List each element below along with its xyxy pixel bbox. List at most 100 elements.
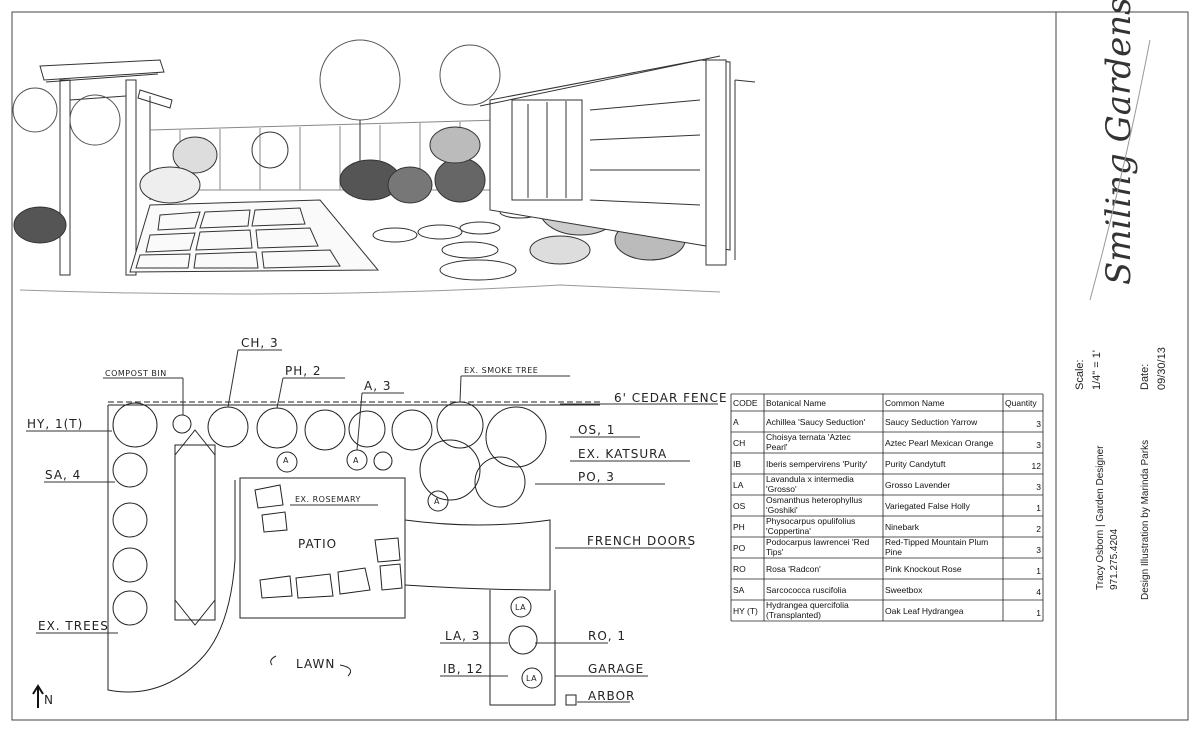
table-cell-botanical: Sarcococca ruscifolia bbox=[766, 585, 847, 595]
label-hy: HY, 1(T) bbox=[27, 417, 83, 431]
hedge-bed bbox=[174, 444, 216, 621]
lavender-2 bbox=[521, 667, 543, 689]
garage-bed bbox=[489, 590, 556, 706]
label-ph: PH, 2 bbox=[285, 364, 322, 378]
plan-labels: COMPOST BIN HY, 1(T) SA, 4 EX. TREES CH,… bbox=[27, 336, 728, 703]
table-cell-botanical-line2: Pearl' bbox=[766, 442, 788, 452]
table-cell-quantity: 2 bbox=[1036, 524, 1041, 534]
table-cell-botanical: Rosa 'Radcon' bbox=[766, 564, 821, 574]
label-french-doors: FRENCH DOORS bbox=[587, 534, 696, 548]
compost-bin bbox=[172, 414, 192, 434]
label-arbor: ARBOR bbox=[588, 689, 635, 703]
table-cell-botanical: Physocarpus opulifolius bbox=[766, 516, 855, 526]
patio-flagstones bbox=[254, 484, 403, 599]
botanical-header: Botanical Name bbox=[766, 398, 826, 408]
lawn-arrow-left bbox=[270, 655, 277, 666]
label-rosemary: EX. ROSEMARY bbox=[295, 495, 361, 504]
table-cell-quantity: 1 bbox=[1036, 608, 1041, 618]
lawn-boundary bbox=[107, 405, 236, 693]
table-cell-code: CH bbox=[733, 438, 745, 448]
label-garage: GARAGE bbox=[588, 662, 644, 676]
table-cell-common: Saucy Seduction Yarrow bbox=[885, 417, 978, 427]
table-cell-botanical: Choisya ternata 'Aztec bbox=[766, 432, 852, 442]
table-cell-botanical: Hydrangea quercifolia bbox=[766, 600, 849, 610]
table-cell-botanical: Achillea 'Saucy Seduction' bbox=[766, 417, 866, 427]
house-facade bbox=[479, 55, 756, 266]
arbor-post bbox=[565, 694, 577, 706]
label-compost-bin: COMPOST BIN bbox=[105, 369, 167, 378]
table-cell-quantity: 12 bbox=[1032, 461, 1042, 471]
ground-line bbox=[19, 284, 721, 295]
table-cell-quantity: 3 bbox=[1036, 440, 1041, 450]
table-cell-quantity: 1 bbox=[1036, 503, 1041, 513]
lawn-arrow-right bbox=[339, 664, 352, 677]
fence-plant-row bbox=[207, 401, 547, 508]
label-os: OS, 1 bbox=[578, 423, 615, 437]
table-cell-code: SA bbox=[733, 585, 745, 595]
marker-la-2: LA bbox=[526, 674, 537, 683]
designer-phone: 971.275.4204 bbox=[1109, 528, 1120, 590]
designer-group: Tracy Osborn | Garden Designer bbox=[1095, 445, 1106, 590]
credit-group: Design Illustration by Marinda Parks bbox=[1140, 440, 1151, 600]
logo-swash bbox=[1089, 39, 1151, 301]
company-logo: Smiling Gardens bbox=[1099, 0, 1139, 285]
table-cell-quantity: 4 bbox=[1036, 587, 1041, 597]
label-la: LA, 3 bbox=[445, 629, 480, 643]
table-cell-common: Oak Leaf Hydrangea bbox=[885, 606, 964, 616]
table-cell-botanical: Iberis sempervirens 'Purity' bbox=[766, 459, 868, 469]
label-cedar-fence: 6' CEDAR FENCE bbox=[614, 391, 728, 405]
table-cell-common: Sweetbox bbox=[885, 585, 923, 595]
marker-a-2: A bbox=[353, 456, 359, 465]
table-cell-botanical-line2: Tips' bbox=[766, 547, 784, 557]
date-label-group: Date: bbox=[1139, 364, 1151, 390]
label-lawn: LAWN bbox=[296, 657, 335, 671]
date-value: 09/30/13 bbox=[1156, 347, 1168, 390]
stepping-stones bbox=[372, 205, 541, 281]
lavender-1 bbox=[510, 596, 532, 618]
table-cell-code: PO bbox=[733, 543, 746, 553]
label-ch: CH, 3 bbox=[241, 336, 279, 350]
phone-group: 971.275.4204 bbox=[1109, 528, 1120, 590]
scale-value: 1/4" = 1' bbox=[1091, 350, 1103, 390]
flagstone-patio bbox=[129, 199, 380, 273]
designer-name: Tracy Osborn | Garden Designer bbox=[1095, 445, 1106, 590]
walkway bbox=[404, 519, 551, 591]
label-a: A, 3 bbox=[364, 379, 391, 393]
table-cell-common: Red-Tipped Mountain Plum bbox=[885, 537, 988, 547]
table-cell-botanical: Osmanthus heterophyllus bbox=[766, 495, 862, 505]
label-ex-trees: EX. TREES bbox=[38, 619, 109, 633]
table-cell-common: Aztec Pearl Mexican Orange bbox=[885, 438, 993, 448]
date-label: Date: bbox=[1139, 364, 1151, 390]
label-smoke-tree: EX. SMOKE TREE bbox=[464, 366, 538, 375]
table-cell-botanical-line2: 'Grosso' bbox=[766, 484, 797, 494]
table-cell-common: Grosso Lavender bbox=[885, 480, 950, 490]
code-header: CODE bbox=[733, 398, 758, 408]
leader-lines bbox=[26, 349, 718, 703]
quantity-header: Quantity bbox=[1005, 398, 1037, 408]
table-cell-quantity: 3 bbox=[1036, 482, 1041, 492]
table-cell-common-line2: Pine bbox=[885, 547, 902, 557]
site-plan: COMPOST BIN HY, 1(T) SA, 4 EX. TREES CH,… bbox=[26, 336, 728, 708]
sweetbox-plants bbox=[112, 452, 148, 626]
patio-outline bbox=[239, 477, 406, 619]
north-label: N bbox=[44, 693, 54, 707]
table-cell-quantity: 3 bbox=[1036, 545, 1041, 555]
table-cell-botanical-line2: 'Coppertina' bbox=[766, 526, 811, 536]
table-cell-common: Ninebark bbox=[885, 522, 920, 532]
table-cell-botanical: Lavandula x intermedia bbox=[766, 474, 854, 484]
marker-a-3: A bbox=[434, 497, 440, 506]
logo-group: Smiling Gardens bbox=[1099, 0, 1139, 285]
table-cell-common: Variegated False Holly bbox=[885, 501, 971, 511]
common-header: Common Name bbox=[885, 398, 945, 408]
table-cell-code: LA bbox=[733, 480, 744, 490]
plant-table-grid bbox=[730, 393, 1044, 622]
background-trees bbox=[12, 39, 501, 180]
table-cell-quantity: 1 bbox=[1036, 566, 1041, 576]
illustration-credit: Design Illustration by Marinda Parks bbox=[1140, 440, 1151, 600]
scale-label-group: Scale: bbox=[1074, 359, 1086, 390]
date-value-group: 09/30/13 bbox=[1156, 347, 1168, 390]
table-cell-code: IB bbox=[733, 459, 741, 469]
